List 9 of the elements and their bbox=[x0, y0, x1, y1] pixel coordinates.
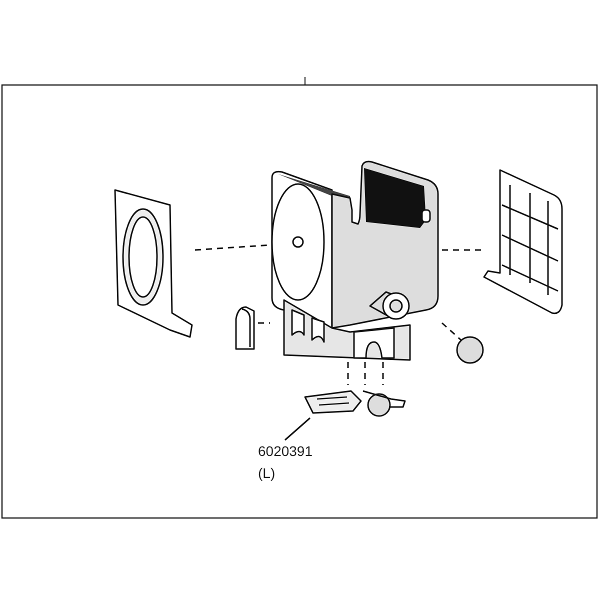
leader-line bbox=[284, 417, 310, 441]
assembly-line bbox=[382, 362, 384, 385]
assembly-line bbox=[258, 322, 270, 324]
part-number: 6020391 bbox=[258, 442, 314, 461]
assembly-line bbox=[347, 362, 349, 385]
assembly-line bbox=[442, 249, 482, 251]
assembly-line bbox=[442, 322, 462, 341]
variant-label: (L) bbox=[258, 464, 276, 483]
assembly-line bbox=[364, 362, 366, 385]
